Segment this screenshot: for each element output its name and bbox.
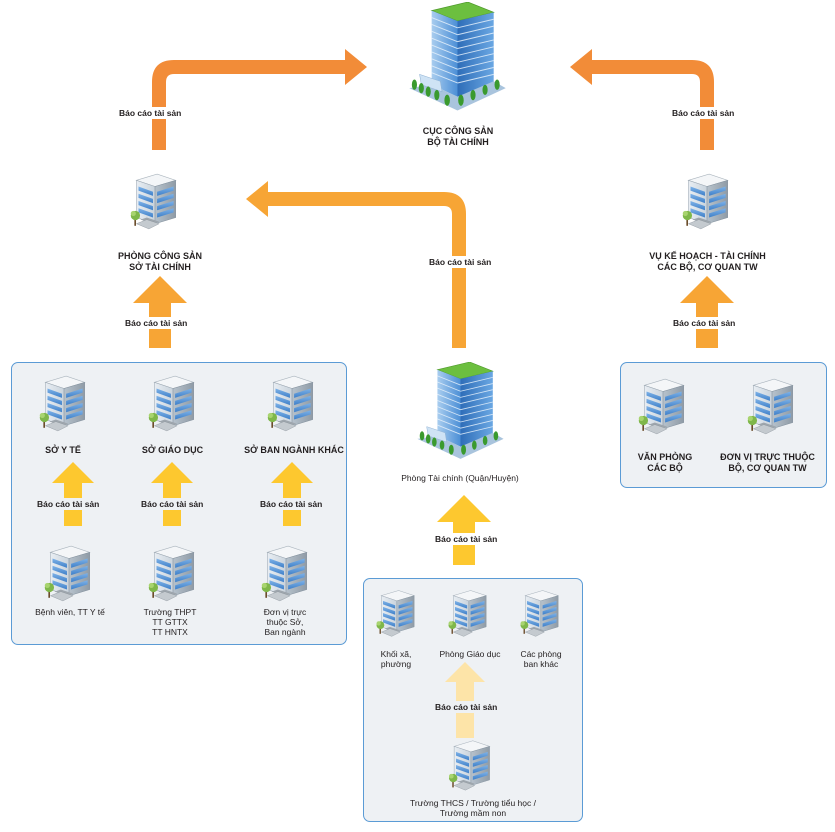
left-node-line2: SỞ TÀI CHÍNH [129, 262, 191, 272]
cac-phong-line2: ban khác [523, 659, 559, 669]
arrow-up-left-branch [133, 276, 187, 348]
truong-thpt-line1: Trường THPT [143, 607, 197, 617]
office-tower-icon [413, 362, 508, 462]
office-building-icon [265, 372, 317, 434]
report-label-phong-giao-duc: Báo cáo tài sản [433, 701, 500, 713]
office-building-icon [680, 170, 732, 232]
truong-thcs-line2: Trường mầm non [439, 808, 507, 818]
don-vi-bo-line1: ĐƠN VỊ TRỰC THUỘC [720, 452, 815, 462]
phong-giao-duc-label: Phòng Giáo dục [430, 649, 510, 659]
khoi-xa-line1: Khối xã, [380, 649, 412, 659]
report-label-left: Báo cáo tài sản [123, 317, 190, 329]
office-building-icon [745, 375, 797, 437]
left-node-line1: PHÒNG CÔNG SẢN [117, 251, 202, 261]
office-building-icon [42, 542, 94, 604]
truong-thcs-line1: Trường THCS / Trường tiểu học / [410, 798, 536, 808]
van-phong-line1: VĂN PHÒNG [637, 452, 693, 462]
office-building-icon [374, 587, 418, 639]
report-label-top-right: Báo cáo tài sản [670, 107, 737, 119]
office-building-icon [128, 170, 180, 232]
so-ban-nganh-khac-label: SỞ BAN NGÀNH KHÁC [244, 445, 344, 455]
office-building-icon [259, 542, 311, 604]
arrow-up-so-ban-nganh [271, 462, 313, 526]
left-panel-arrows [52, 462, 313, 526]
top-node-title: CỤC CÔNG SẢN BỘ TÀI CHÍNH [398, 126, 518, 148]
khoi-xa-phuong-label: Khối xã, phường [370, 649, 422, 669]
report-label-middle-bend: Báo cáo tài sản [427, 256, 494, 268]
truong-thcs-label: Trường THCS / Trường tiểu học / Trường m… [383, 798, 563, 818]
arrow-left-to-top [152, 49, 367, 150]
don-vi-line1: Đơn vị trực [263, 607, 307, 617]
khoi-xa-line2: phường [380, 659, 412, 669]
office-building-icon [636, 375, 688, 437]
van-phong-cac-bo-label: VĂN PHÒNG CÁC BỘ [625, 452, 705, 474]
don-vi-line2: thuộc Sở, [266, 617, 304, 627]
report-label-so-y-te: Báo cáo tài sản [35, 498, 102, 510]
middle-node-title: Phòng Tài chính (Quận/Huyện) [401, 473, 519, 483]
arrow-right-to-top [570, 49, 714, 150]
don-vi-line3: Ban ngành [264, 627, 306, 637]
right-node-title: VỤ KẾ HOẠCH - TÀI CHÍNH CÁC BỘ, CƠ QUAN … [640, 251, 775, 273]
report-label-so-ban-nganh: Báo cáo tài sản [258, 498, 325, 510]
benh-vien-label: Bệnh viên, TT Y tế [20, 607, 120, 617]
don-vi-truc-thuoc-bo-label: ĐƠN VỊ TRỰC THUỘC BỘ, CƠ QUAN TW [710, 452, 825, 474]
office-building-icon [146, 372, 198, 434]
office-building-icon [446, 587, 490, 639]
van-phong-line2: CÁC BỘ [647, 463, 683, 473]
arrow-up-phong-giao-duc [445, 662, 485, 738]
left-node-title: PHÒNG CÔNG SẢN SỞ TÀI CHÍNH [100, 251, 220, 273]
middle-panel-arrows [445, 662, 485, 738]
office-building-icon [37, 372, 89, 434]
office-building-icon [146, 542, 198, 604]
so-y-te-label: SỞ Y TẾ [45, 445, 81, 455]
report-label-so-giao-duc: Báo cáo tài sản [139, 498, 206, 510]
cac-phong-line1: Các phòng [520, 649, 562, 659]
cac-phong-ban-khac-label: Các phòng ban khác [513, 649, 569, 669]
don-vi-truc-thuoc-so-label: Đơn vị trực thuộc Sở, Ban ngành [245, 607, 325, 637]
benh-vien-line1: Bệnh viên, TT Y tế [35, 607, 105, 617]
truong-thpt-line2: TT GTTX [152, 617, 188, 627]
office-building-icon [518, 587, 562, 639]
report-label-top-left: Báo cáo tài sản [117, 107, 184, 119]
office-tower-icon [405, 2, 510, 114]
report-label-middle: Báo cáo tài sản [433, 533, 500, 545]
top-node-line1: CỤC CÔNG SẢN [422, 126, 494, 136]
right-node-line2: CÁC BỘ, CƠ QUAN TW [657, 262, 758, 272]
arrow-up-so-giao-duc [151, 462, 193, 526]
arrow-middle-to-left [246, 181, 466, 348]
right-node-line1: VỤ KẾ HOẠCH - TÀI CHÍNH [649, 251, 766, 261]
top-node-line2: BỘ TÀI CHÍNH [427, 137, 489, 147]
phong-giao-duc-line1: Phòng Giáo dục [439, 649, 501, 659]
so-giao-duc-label: SỞ GIÁO DỤC [141, 445, 204, 455]
report-label-right: Báo cáo tài sản [671, 317, 738, 329]
office-building-icon [446, 737, 494, 793]
truong-thpt-line3: TT HNTX [152, 627, 188, 637]
don-vi-bo-line2: BỘ, CƠ QUAN TW [728, 463, 807, 473]
arrow-up-middle [437, 495, 491, 565]
arrow-up-right-branch [680, 276, 734, 348]
arrow-up-so-y-te [52, 462, 94, 526]
truong-thpt-label: Trường THPT TT GTTX TT HNTX [130, 607, 210, 637]
